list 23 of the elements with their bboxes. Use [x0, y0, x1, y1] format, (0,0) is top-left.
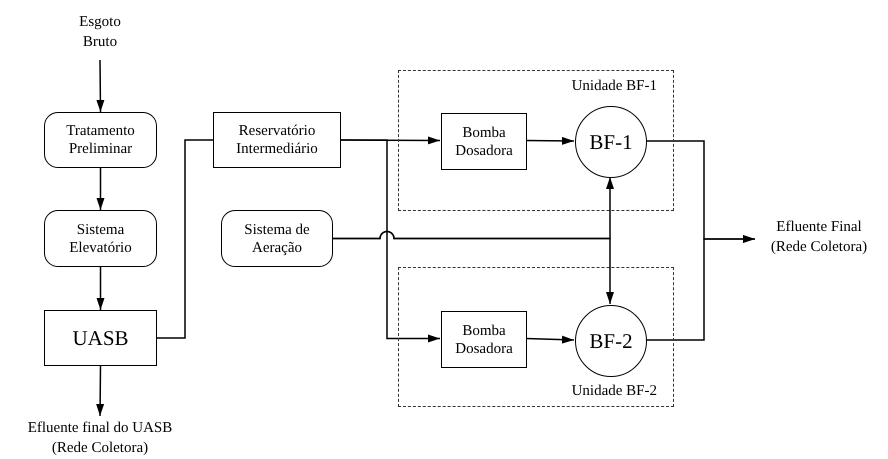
- flow-arrow: [96, 168, 104, 210]
- unit-title: Unidade BF-2: [572, 382, 657, 400]
- process-box: UASB: [44, 310, 157, 366]
- flow-arrow: [96, 267, 104, 310]
- process-box: Sistema de Aeração: [221, 210, 333, 267]
- unit-title: Unidade BF-1: [572, 77, 657, 95]
- flow-arrow: [96, 366, 104, 416]
- unit-boundary: [398, 267, 674, 407]
- process-box: Bomba Dosadora: [441, 311, 527, 368]
- flow-arrow: [526, 136, 574, 145]
- process-box: Tratamento Preliminar: [44, 112, 157, 168]
- flow-label: Esgoto Bruto: [65, 12, 135, 56]
- flow-arrow: [96, 60, 104, 112]
- flow-arrow: [526, 336, 574, 344]
- unit-boundary: [398, 70, 674, 211]
- flow-arrow: [333, 230, 614, 304]
- flow-arrow: [341, 139, 440, 342]
- process-box: Bomba Dosadora: [441, 113, 527, 170]
- flow-label: Efluente final do UASB (Rede Coletora): [8, 418, 192, 458]
- flow-arrow: [646, 235, 755, 341]
- process-box: Reservatório Intermediário: [213, 112, 341, 168]
- flow-label: Efluente Final (Rede Coletora): [757, 217, 881, 261]
- process-box: Sistema Elevatório: [44, 210, 157, 267]
